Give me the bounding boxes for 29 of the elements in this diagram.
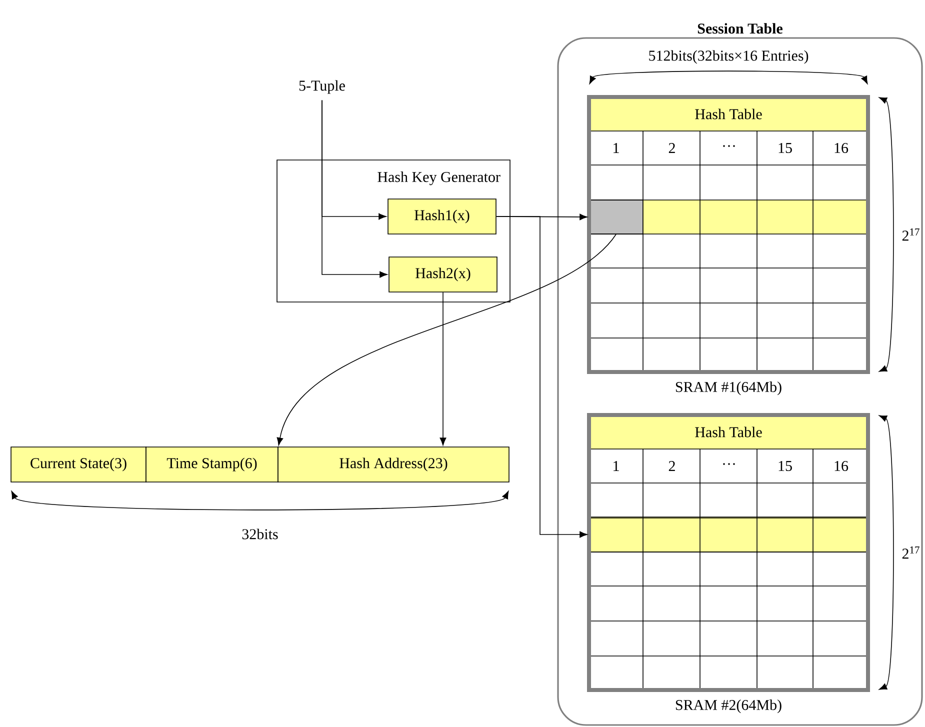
table-caption: SRAM #1(64Mb) xyxy=(676,382,782,396)
node-label: Session Table xyxy=(698,23,782,34)
arrow xyxy=(440,292,446,446)
column-number: 16 xyxy=(834,142,848,154)
column-number: 16 xyxy=(834,460,848,472)
arrow xyxy=(496,216,588,538)
dimension-label: 32bits xyxy=(242,528,278,540)
column-number: 15 xyxy=(778,460,792,472)
process-box: Hash1(x) xyxy=(388,198,496,234)
highlighted-row xyxy=(588,516,868,552)
column-number: 1 xyxy=(614,461,619,471)
column-number: 2 xyxy=(668,461,675,471)
cell-highlight xyxy=(588,200,644,234)
process-box: Hash2(x) xyxy=(388,256,498,292)
dimension-label: 2$^{17}$ xyxy=(902,546,920,559)
input-label: 5-Tuple xyxy=(299,80,345,94)
table-caption: SRAM #2(64Mb) xyxy=(676,700,782,714)
arrow xyxy=(322,100,388,278)
column-number: 2 xyxy=(668,143,675,153)
column-number: ··· xyxy=(723,145,735,147)
arrow xyxy=(276,234,616,446)
column-number: 15 xyxy=(778,142,792,154)
process-box: Time Stamp(6) xyxy=(146,446,278,482)
dimension-label: 2$^{17}$ xyxy=(902,228,920,241)
process-box: Current State(3) xyxy=(10,446,146,482)
dimension-label: 512bits(32bits×16 Entries) xyxy=(649,50,808,64)
column-number: ··· xyxy=(723,463,735,465)
process-box: Hash Address(23) xyxy=(278,446,510,482)
column-number: 1 xyxy=(614,143,619,153)
